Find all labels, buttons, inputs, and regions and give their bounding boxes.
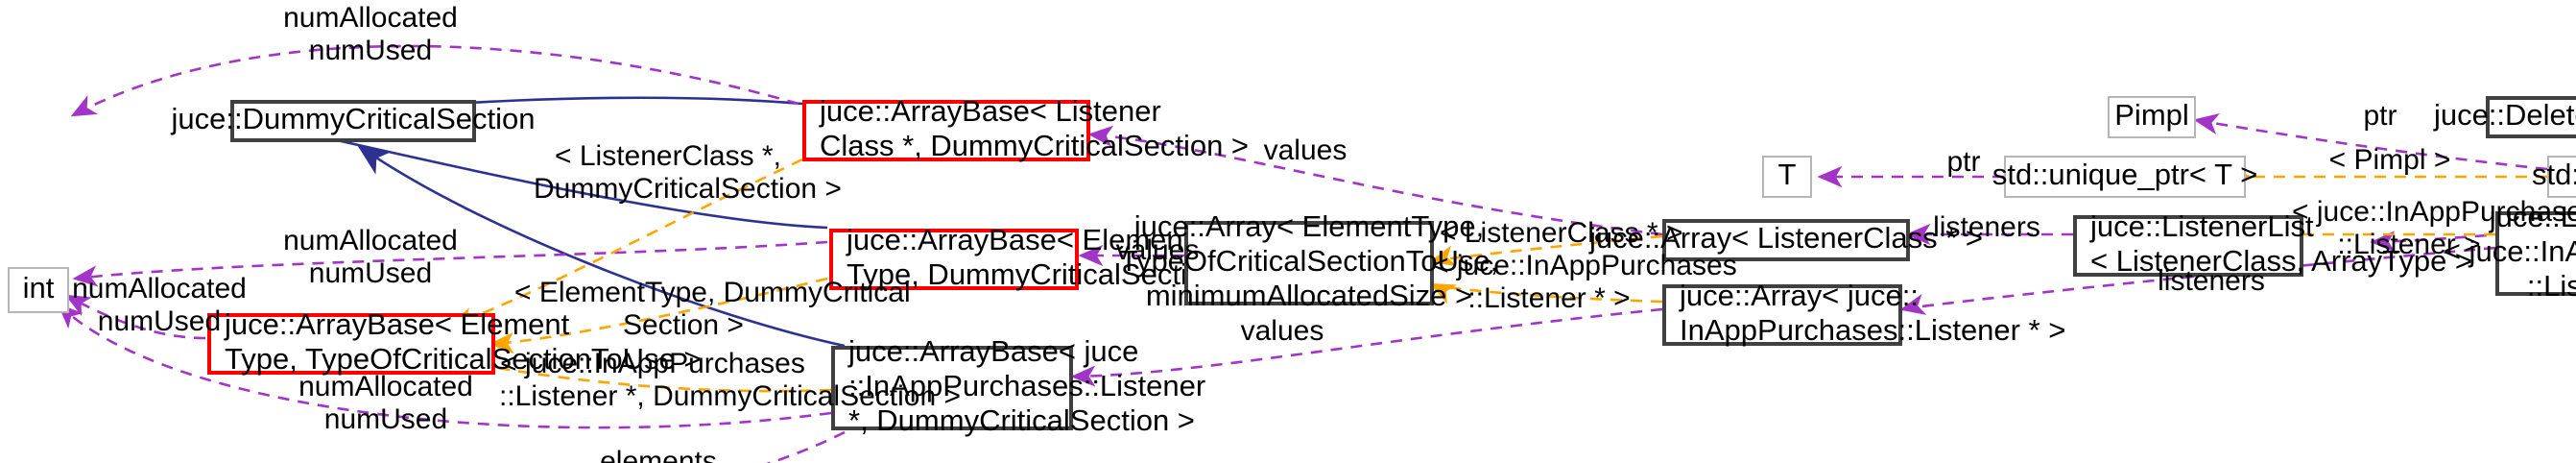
node-juce-dummycriticalsection[interactable]: juce::DummyCriticalSection — [172, 100, 536, 142]
edge-label-ptr-T: ptr — [1946, 146, 1981, 179]
edge-label-values-top: values — [1263, 134, 1348, 167]
node-std-unique-ptr-pimpl[interactable]: std::unique_ptr< Pimpl > — [2532, 156, 2576, 198]
node-juce-arraybase-listenerclass-dummycriticalsection[interactable]: juce::ArrayBase< Listener Class *, Dummy… — [802, 95, 1249, 163]
node-juce-listenerlist-inapppurchases-listener[interactable]: juce::ListenerList < juce::InAppPurchase… — [2444, 201, 2576, 304]
node-juce-array-elementtype-typeofcriticalsectiontouse-minimumallocatedsize[interactable]: juce::Array< ElementType, TypeOfCritical… — [1119, 210, 1499, 314]
node-juce-array-listenerclass[interactable]: juce::Array< ListenerClass * > — [1589, 219, 1983, 261]
node-T[interactable]: T — [1762, 156, 1812, 198]
node-juce-listenerlist-listenerclass-arraytype[interactable]: juce::ListenerList < ListenerClass, Arra… — [2073, 210, 2472, 279]
edge-label-pimpl-template: < Pimpl > — [2328, 144, 2451, 177]
edge-label-numallocated-numused-mid: numAllocated numUsed — [283, 225, 458, 290]
node-std-unique-ptr-T[interactable]: std::unique_ptr< T > — [1992, 156, 2257, 198]
edge-label-elements: elements — [600, 446, 717, 463]
node-juce-arraybase-elementtype-typeofcriticalsectiontouse[interactable]: juce::ArrayBase< Element Type, TypeOfCri… — [207, 308, 702, 377]
node-pimpl[interactable]: Pimpl — [2108, 96, 2196, 138]
edge-label-values-bottom: values — [1240, 315, 1324, 348]
node-int[interactable]: int — [8, 267, 69, 313]
node-juce-arraybase-elementtype-dummycriticalsection[interactable]: juce::ArrayBase< Element Type, DummyCrit… — [829, 224, 1246, 292]
node-juce-array-inapppurchases-listener[interactable]: juce::Array< juce:: InAppPurchases::List… — [1662, 280, 2065, 348]
edge-label-listenerclass-dummycriticalsection: < ListenerClass *, DummyCriticalSection … — [534, 140, 842, 206]
edge-label-numallocated-numused-bottom: numAllocated numUsed — [298, 371, 473, 436]
edge-label-ptr-pimpl: ptr — [2363, 100, 2397, 133]
edge-label-numallocated-numused-top: numAllocated numUsed — [283, 2, 458, 67]
node-juce-deletedatshutdown[interactable]: juce::DeletedAtShutdown — [2434, 96, 2576, 138]
node-juce-arraybase-inapppurchases-listener-dummycriticalsection[interactable]: juce::ArrayBase< juce ::InAppPurchases::… — [831, 335, 1205, 438]
